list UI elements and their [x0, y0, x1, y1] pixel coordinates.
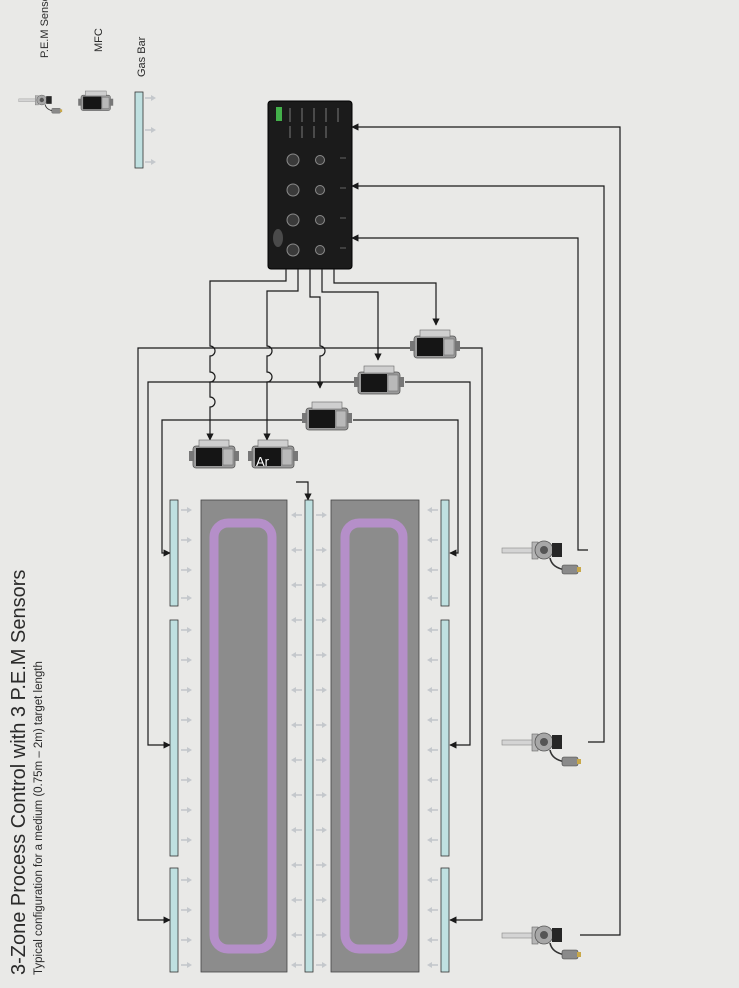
pem-sensor-zone-2: [502, 733, 581, 766]
gas-bar-right-3: [441, 868, 449, 972]
target-left: [201, 500, 287, 972]
mfc-icon: [78, 91, 113, 111]
mfc-gas-label: Ar: [256, 454, 270, 469]
gas-bar-left-2: [170, 620, 178, 856]
pem-sensor-zone-1: [502, 541, 581, 574]
mfc-zone-1: [302, 402, 352, 430]
gas-bar-right-1: [441, 500, 449, 606]
pem-sensor-icon: [19, 95, 62, 113]
mfc-unit: [189, 440, 239, 468]
mfc-zone-2: [354, 366, 404, 394]
controller-unit: [268, 101, 352, 269]
gas-bar-right-2: [441, 620, 449, 856]
pem-sensor-zone-3: [502, 926, 581, 959]
gas-bar-icon: [135, 92, 156, 168]
gas-bar-center: [305, 500, 313, 972]
gas-bar-left-1: [170, 500, 178, 606]
gas-bar-left-3: [170, 868, 178, 972]
mfc-argon: Ar: [248, 440, 298, 469]
target-right: [331, 500, 419, 972]
mfc-zone-3: [410, 330, 460, 358]
